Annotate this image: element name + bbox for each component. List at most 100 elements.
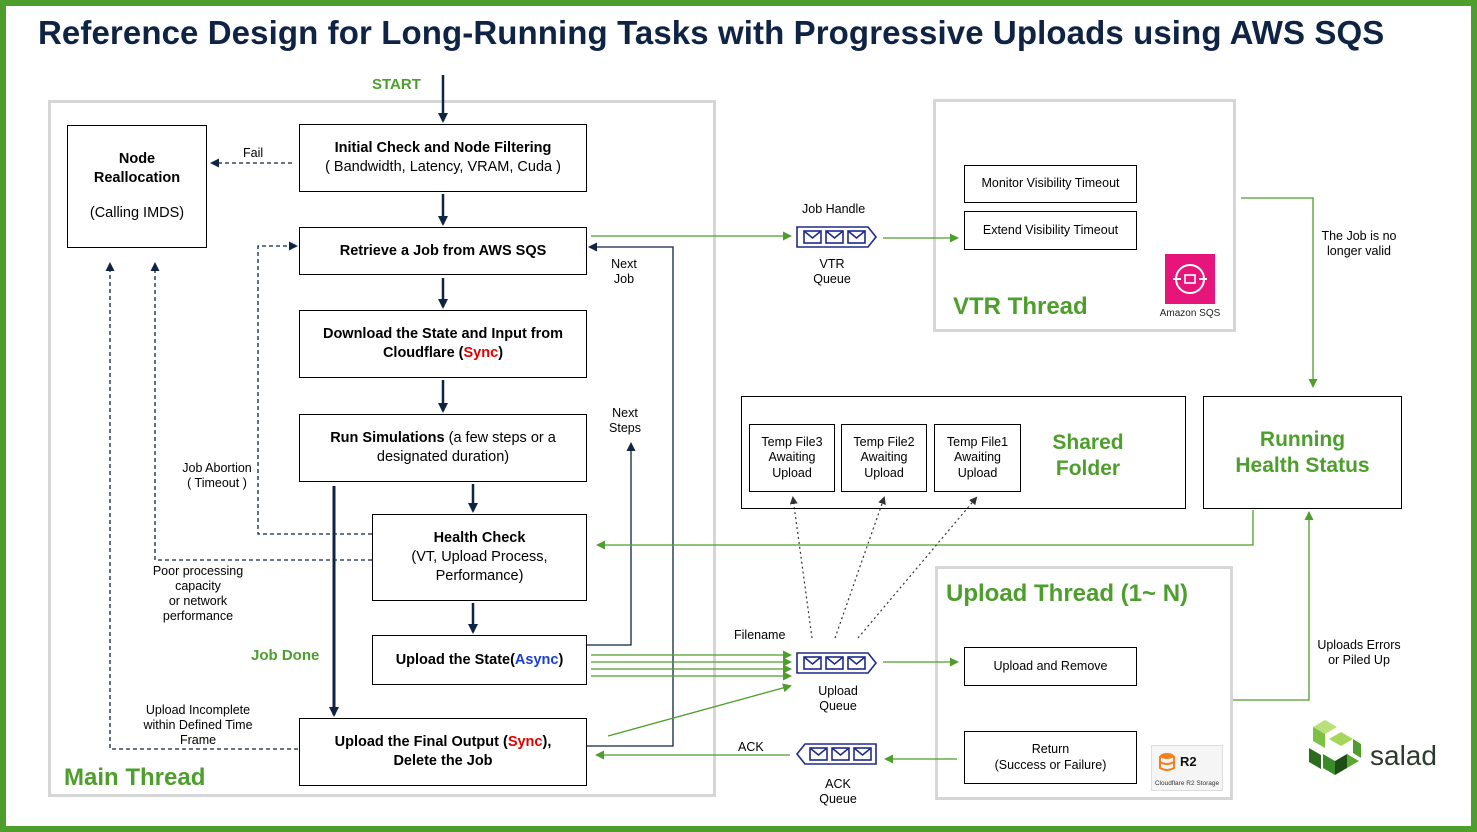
temp-file-3-status-2: Upload [772, 465, 812, 480]
job-abortion-label: Job Abortion ( Timeout ) [176, 461, 258, 491]
cloudflare-r2-icon: R2 Cloudflare R2 Storage [1151, 745, 1223, 791]
upload-state-box: Upload the State(Async) [372, 635, 587, 685]
next-job-label: Next Job [611, 257, 637, 287]
job-invalid-line-1: The Job is no [1321, 229, 1397, 243]
job-invalid-label: The Job is no longer valid [1314, 229, 1404, 259]
health-status-line-1: Running [1259, 427, 1346, 451]
upload-errors-label: Uploads Errors or Piled Up [1313, 638, 1405, 668]
vtr-queue-line-1: VTR [819, 257, 845, 271]
initial-check-box: Initial Check and Node Filtering ( Bandw… [299, 124, 587, 192]
upload-thread-label: Upload Thread (1~ N) [946, 580, 1189, 607]
run-simulations-title: Run Simulations [330, 430, 445, 447]
vtr-thread-panel [933, 99, 1236, 332]
upload-state-title: Upload the State( [395, 651, 515, 668]
salad-brand-name: salad [1370, 740, 1437, 771]
page-title: Reference Design for Long-Running Tasks … [38, 14, 1385, 51]
filename-label: Filename [734, 628, 786, 642]
upload-errors-line-2: or Piled Up [1328, 653, 1390, 667]
upload-queue-line-2: Queue [819, 699, 857, 713]
job-invalid-line-2: longer valid [1327, 244, 1391, 258]
upload-final-title: Upload the Final Output ( [334, 734, 508, 751]
temp-file-1-status-1: Awaiting [953, 450, 1002, 465]
shared-folder-line-1: Shared [1052, 431, 1124, 454]
upload-remove-text: Upload and Remove [993, 658, 1108, 673]
retrieve-job-box: Retrieve a Job from AWS SQS [299, 227, 587, 275]
shared-folder-box [741, 396, 1186, 509]
fail-label: Fail [243, 146, 264, 160]
ack-queue-line-2: Queue [819, 792, 857, 806]
health-check-box: Health Check (VT, Upload Process, Perfor… [372, 514, 587, 601]
temp-file-1-status-2: Upload [957, 465, 998, 480]
download-state-title-end: ) [498, 345, 504, 361]
vtr-queue-icon [796, 226, 878, 248]
upload-incomplete-label: Upload Incomplete within Defined Time Fr… [138, 703, 258, 748]
next-steps-label: Next Steps [605, 406, 645, 436]
ack-queue-line-1: ACK [825, 777, 851, 791]
ack-queue-icon [795, 743, 877, 765]
node-reallocation-title-2: Reallocation [93, 170, 181, 187]
run-simulations-box: Run Simulations (a few steps or a design… [299, 414, 587, 482]
monitor-visibility-text: Monitor Visibility Timeout [981, 176, 1120, 191]
poor-line-1: Poor processing [152, 564, 244, 578]
upload-async-tag: Async [514, 651, 559, 668]
poor-line-3: or network [168, 594, 228, 608]
poor-line-4: performance [162, 609, 234, 623]
retrieve-job-title: Retrieve a Job from AWS SQS [339, 242, 547, 259]
shared-folder-line-2: Folder [1055, 457, 1121, 480]
job-handle-label: Job Handle [802, 202, 866, 216]
temp-file-2-name: Temp File2 [853, 434, 915, 449]
temp-file-2-status-2: Upload [864, 465, 904, 480]
poor-line-2: capacity [175, 579, 221, 593]
upload-incomplete-line-2: within Defined Time [143, 718, 253, 732]
monitor-visibility-box: Monitor Visibility Timeout [964, 165, 1137, 203]
next-job-line-1: Next [611, 257, 637, 271]
upload-final-title-end: ), [542, 734, 552, 751]
health-check-title: Health Check [433, 530, 526, 547]
r2-logo-subtext: Cloudflare R2 Storage [1154, 780, 1220, 787]
next-job-line-2: Job [613, 272, 635, 286]
vtr-queue-line-2: Queue [813, 272, 851, 286]
delete-job-label: Delete the Job [393, 753, 493, 769]
node-reallocation-subtitle: (Calling IMDS) [89, 204, 185, 221]
poor-processing-label: Poor processing capacity or network perf… [148, 564, 248, 624]
main-thread-label: Main Thread [64, 764, 206, 791]
download-sync-tag: Sync [463, 345, 499, 361]
download-state-title: Download the State and Input from Cloudf… [322, 326, 564, 361]
temp-file-2-status-1: Awaiting [860, 450, 908, 465]
run-simulations-detail: (a few steps or a designated duration) [376, 430, 556, 465]
temp-file-3-name: Temp File3 [761, 434, 823, 449]
download-state-box: Download the State and Input from Cloudf… [299, 310, 587, 378]
upload-final-box: Upload the Final Output (Sync), Delete t… [299, 718, 587, 786]
upload-thread-panel [935, 566, 1233, 800]
r2-logo-text: R2 [1180, 754, 1197, 769]
temp-file-3-status-1: Awaiting [768, 450, 816, 465]
upload-incomplete-line-3: Frame [179, 733, 217, 747]
extend-visibility-text: Extend Visibility Timeout [982, 222, 1119, 237]
amazon-sqs-label: Amazon SQS [1159, 308, 1221, 319]
next-steps-line-1: Next [612, 406, 638, 420]
vtr-thread-label: VTR Thread [953, 293, 1088, 320]
shared-folder-label: Shared Folder [1038, 430, 1138, 482]
node-reallocation-title-1: Node [118, 151, 156, 168]
main-thread-panel [48, 100, 716, 797]
upload-incomplete-line-1: Upload Incomplete [145, 703, 251, 717]
amazon-sqs-icon [1165, 254, 1215, 304]
salad-logo-icon [1305, 718, 1365, 782]
node-reallocation-box: Node Reallocation (Calling IMDS) [67, 125, 207, 248]
upload-queue-label: Upload Queue [812, 684, 864, 714]
job-done-label: Job Done [251, 647, 320, 664]
running-health-status-box: Running Health Status [1203, 396, 1402, 509]
ack-label: ACK [738, 740, 764, 754]
job-abortion-line-2: ( Timeout ) [187, 476, 247, 490]
upload-final-sync-tag: Sync [507, 734, 543, 751]
upload-state-title-end: ) [558, 651, 564, 668]
health-status-line-2: Health Status [1235, 453, 1370, 477]
next-steps-line-2: Steps [609, 421, 641, 435]
return-line-2: (Success or Failure) [994, 757, 1107, 772]
extend-visibility-box: Extend Visibility Timeout [964, 211, 1137, 250]
ack-queue-label: ACK Queue [812, 777, 864, 807]
